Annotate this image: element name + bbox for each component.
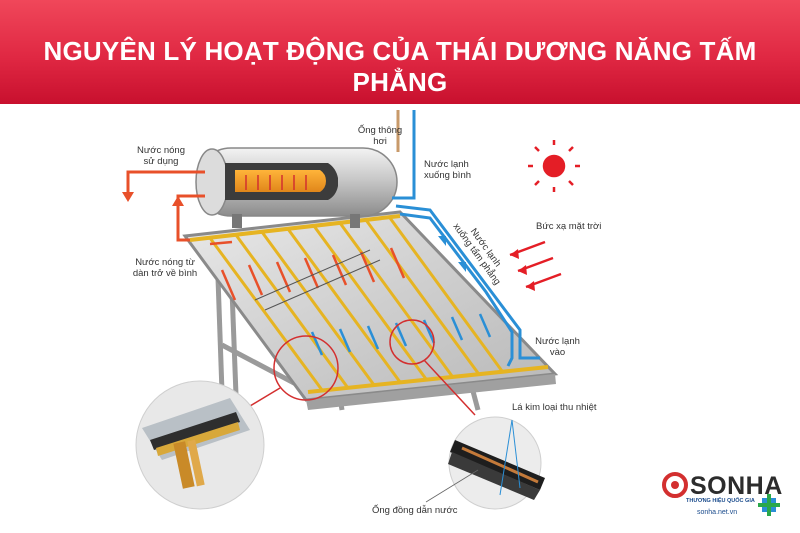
brand-tagline: THƯƠNG HIỆU QUỐC GIA — [686, 498, 755, 504]
radiation-arrows — [509, 240, 562, 289]
label-line: hơi — [373, 136, 387, 147]
national-brand-badge-icon — [758, 494, 780, 516]
label-hot-water-use: Nước nóng sử dụng — [132, 145, 190, 167]
label-line: vào — [549, 347, 566, 358]
label-line: xuống bình — [424, 170, 472, 181]
label-hot-water-return: Nước nóng từ dàn trở về bình — [125, 257, 205, 279]
flat-plate-collector — [182, 210, 559, 410]
label-line: Nước lạnh — [424, 159, 469, 170]
brand-url: sonha.net.vn — [697, 509, 738, 516]
leader-lines — [425, 469, 479, 503]
cold-water-pipes — [392, 110, 540, 367]
label-cold-water-down: Nước lạnh xuống bình — [424, 159, 494, 181]
brand-name: SONHA — [690, 472, 783, 500]
storage-tank — [195, 147, 398, 228]
label-absorber-plate: Lá kim loại thu nhiệt — [512, 402, 597, 413]
label-line: sử dụng — [143, 156, 179, 167]
label-line: Nước nóng — [137, 145, 185, 156]
label-copper-pipe: Ống đồng dẫn nước — [372, 505, 458, 516]
label-line: Nước lạnh — [535, 336, 580, 347]
sonha-logo-icon — [662, 472, 688, 498]
hot-water-pipes — [126, 170, 205, 242]
label-line: dàn trở về bình — [132, 268, 198, 279]
label-vent-pipe: Ống thông hơi — [355, 125, 405, 147]
label-line: Nước nóng từ — [135, 257, 195, 268]
label-cold-water-in: Nước lạnh vào — [530, 336, 585, 358]
page-title: NGUYÊN LÝ HOẠT ĐỘNG CỦA THÁI DƯƠNG NĂNG … — [43, 36, 757, 97]
copper-pipe-detail-right — [448, 416, 545, 510]
label-line: Ống thông — [357, 125, 403, 136]
label-solar-radiation: Bức xạ mặt trời — [536, 221, 602, 232]
sun-icon — [528, 140, 580, 192]
absorber-detail-left — [135, 380, 265, 510]
title-banner: NGUYÊN LÝ HOẠT ĐỘNG CỦA THÁI DƯƠNG NĂNG … — [0, 0, 800, 104]
